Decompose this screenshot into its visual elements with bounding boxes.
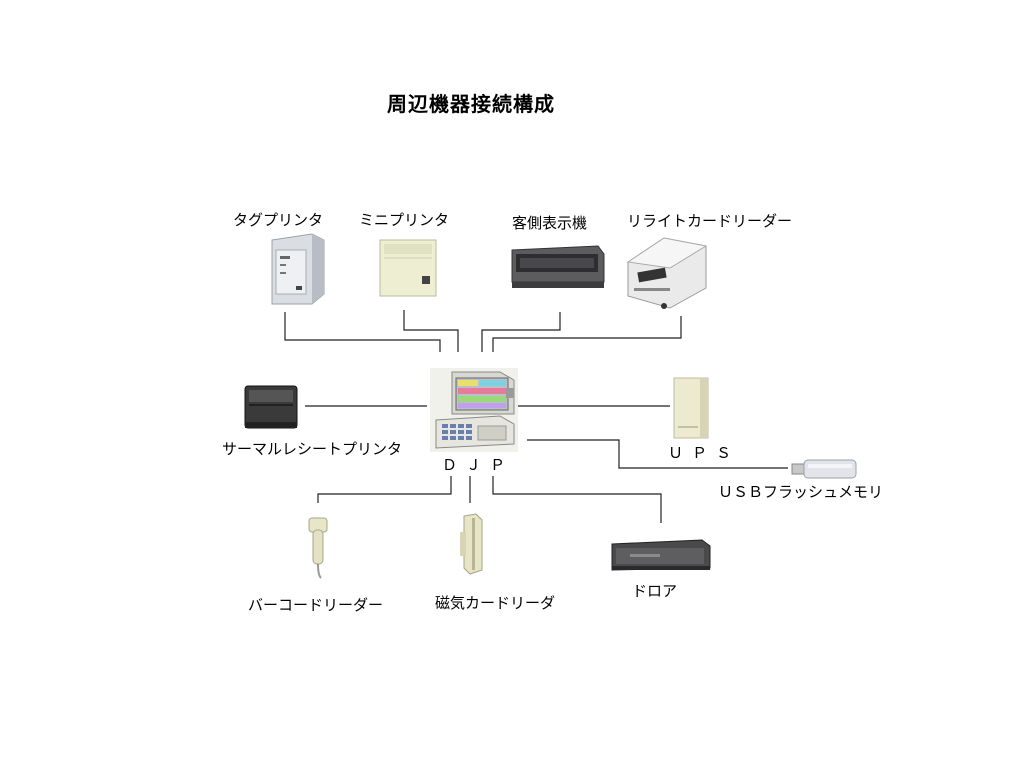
line-usb-memory <box>527 439 788 469</box>
usb-flash-memory-image <box>791 459 857 479</box>
line-tag-printer <box>284 312 441 352</box>
customer-display-label: 客側表示機 <box>512 214 588 232</box>
thermal-receipt-printer-image <box>244 385 298 429</box>
ups-label: ＵＰＳ <box>668 444 741 462</box>
rewrite-card-reader-image <box>626 237 708 309</box>
barcode-reader-label: バーコードリーダー <box>248 596 384 614</box>
line-customer-display <box>481 312 561 352</box>
drawer-label: ドロア <box>632 582 678 600</box>
rewrite-card-reader-label: リライトカードリーダー <box>627 212 793 230</box>
line-drawer <box>492 476 662 523</box>
barcode-reader-image <box>308 517 328 579</box>
line-barcode-reader <box>317 476 452 503</box>
magnetic-card-reader-image <box>460 513 483 575</box>
mini-printer-image <box>379 239 437 297</box>
customer-display-image <box>511 245 605 288</box>
thermal-receipt-printer-label: サーマルレシートプリンタ <box>222 440 403 458</box>
ups-image <box>673 377 709 439</box>
diagram-title: 周辺機器接続構成 <box>387 92 555 116</box>
tag-printer-label: タグプリンタ <box>233 211 324 229</box>
mini-printer-label: ミニプリンタ <box>359 211 450 229</box>
line-rewrite-card-reader <box>492 316 682 352</box>
magnetic-card-reader-label: 磁気カードリーダ <box>435 594 556 612</box>
tag-printer-image <box>271 233 325 305</box>
djp-terminal-image <box>430 368 518 452</box>
djp-label: ＤＪＰ <box>442 456 515 474</box>
drawer-image <box>611 539 711 571</box>
usb-flash-memory-label: ＵＳＢフラッシュメモリ <box>718 483 884 501</box>
line-mini-printer <box>403 310 459 352</box>
